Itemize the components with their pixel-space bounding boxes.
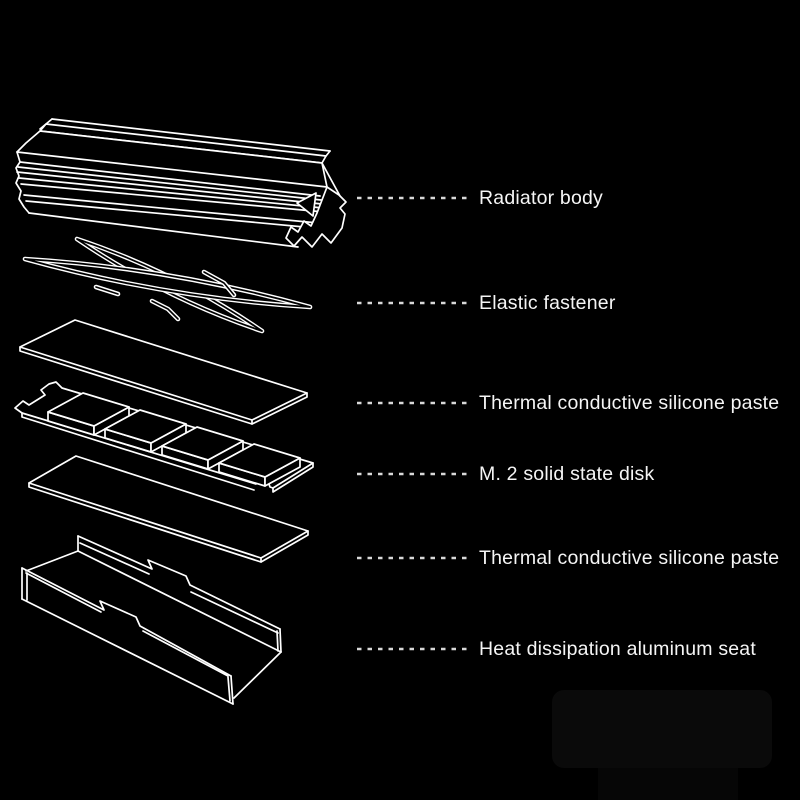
thermal-pad-bottom-drawing — [28, 455, 309, 563]
elastic-fastener-drawing — [22, 236, 313, 334]
ssd-chip-2 — [104, 409, 187, 453]
ghost-watermark — [552, 690, 772, 800]
ssd-chip-4 — [218, 443, 301, 487]
leader-lines — [357, 196, 469, 651]
ssd-chip-3 — [161, 426, 244, 470]
m2-ssd-drawing — [14, 381, 314, 493]
part-label-thermal-pad-bottom: Thermal conductive silicone paste — [479, 547, 780, 569]
part-label-aluminum-seat: Heat dissipation aluminum seat — [479, 638, 756, 660]
ssd-chip-1 — [47, 392, 130, 436]
part-label-thermal-pad-top: Thermal conductive silicone paste — [479, 392, 780, 414]
aluminum-seat-drawing — [21, 535, 282, 705]
radiator-body-drawing — [15, 118, 347, 248]
thermal-pad-top-drawing — [19, 319, 308, 425]
part-label-elastic-fastener: Elastic fastener — [479, 292, 616, 314]
part-label-radiator-body: Radiator body — [479, 187, 604, 209]
part-label-m2-ssd: M. 2 solid state disk — [479, 463, 655, 485]
